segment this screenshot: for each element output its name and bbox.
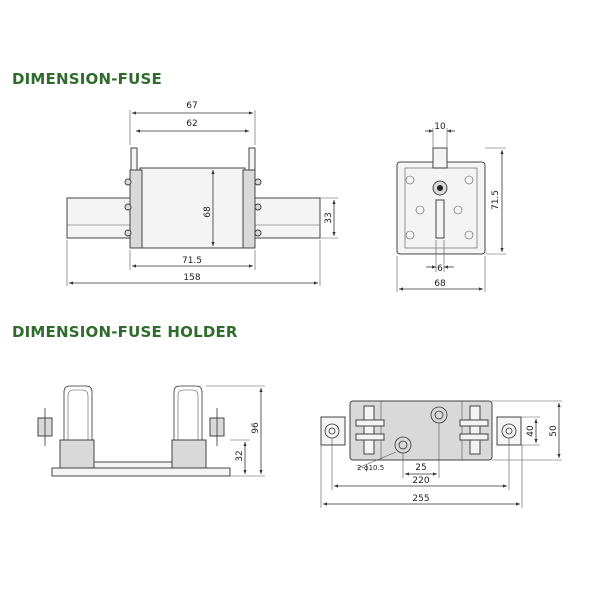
- dim-96: 96: [251, 422, 261, 434]
- right-blade: [249, 197, 321, 239]
- dim-33: 33: [324, 212, 334, 223]
- fuse-holder-section-title: DIMENSION-FUSE HOLDER: [12, 323, 238, 341]
- fuse-side-view: 67 62 68 33 71.5 158: [66, 101, 338, 286]
- fuse-end-view: 10 71.5 6 68: [396, 122, 506, 292]
- right-tag: [248, 147, 256, 171]
- dim-25: 25: [415, 463, 426, 473]
- hole-spec-label: 2-ϕ10.5: [357, 464, 384, 472]
- left-tag: [130, 147, 138, 171]
- dim-71-5-end: 71.5: [491, 190, 501, 210]
- dim-71-5: 71.5: [182, 256, 202, 266]
- dim-6: 6: [437, 264, 443, 274]
- dim-158: 158: [183, 273, 200, 283]
- dim-67: 67: [186, 101, 197, 111]
- dim-32: 32: [235, 450, 245, 461]
- holder-top-view: 2-ϕ10.5 25 220 255 40 50: [320, 400, 562, 508]
- right-end-cap: [242, 169, 256, 249]
- holder-base: [51, 467, 231, 477]
- dim-50: 50: [549, 425, 559, 437]
- holder-side-view: 96 32: [37, 385, 265, 477]
- fuse-section-title: DIMENSION-FUSE: [12, 70, 162, 88]
- dim-68-end: 68: [434, 279, 446, 289]
- left-end-cap: [129, 169, 143, 249]
- dim-220: 220: [412, 476, 429, 486]
- left-blade: [66, 197, 132, 239]
- dim-68: 68: [203, 206, 213, 218]
- holder-base-plate: [349, 400, 493, 461]
- dim-62: 62: [186, 119, 197, 129]
- dim-255: 255: [412, 494, 429, 504]
- end-tag: [432, 147, 448, 169]
- dim-10: 10: [434, 122, 446, 132]
- dim-40: 40: [526, 425, 536, 437]
- fuse-body: [139, 167, 246, 249]
